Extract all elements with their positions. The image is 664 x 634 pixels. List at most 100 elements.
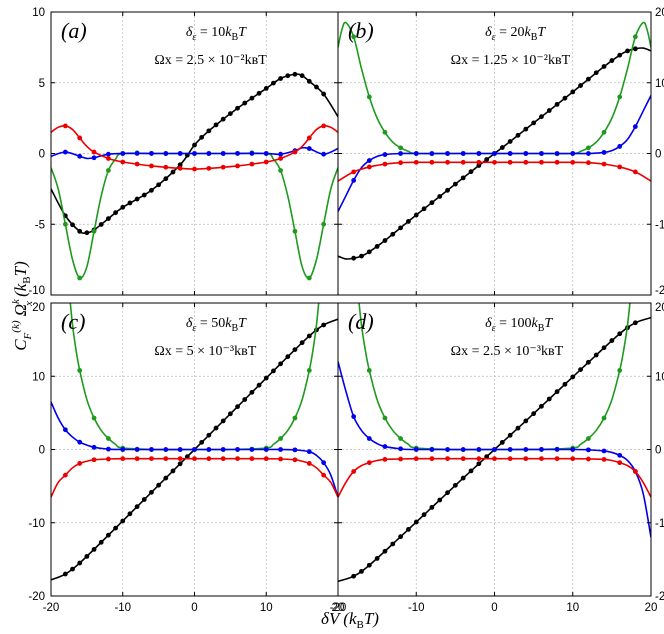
- data-point-black: [351, 573, 357, 579]
- data-point-black: [382, 548, 388, 554]
- data-point-green: [306, 275, 312, 281]
- data-point-black: [429, 504, 435, 510]
- data-point-black: [156, 182, 162, 188]
- data-point-black: [149, 489, 154, 495]
- data-point-green: [398, 436, 403, 441]
- annotation-delta-epsilon: δε = 50kBT: [186, 316, 247, 334]
- data-point-black: [437, 194, 443, 199]
- data-point-blue: [163, 151, 169, 156]
- data-point-black: [249, 389, 255, 395]
- data-point-red: [278, 156, 283, 161]
- data-point-blue: [77, 153, 83, 159]
- data-point-black: [507, 432, 513, 438]
- data-point-black: [263, 375, 269, 381]
- data-point-red: [177, 456, 183, 462]
- data-point-red: [220, 164, 226, 170]
- data-point-red: [91, 457, 97, 463]
- data-point-black: [617, 331, 623, 337]
- data-point-black: [484, 157, 490, 162]
- data-point-red: [398, 456, 403, 462]
- data-point-black: [199, 134, 205, 140]
- data-point-red: [460, 159, 466, 165]
- data-point-black: [625, 48, 630, 54]
- series-line-green: [51, 152, 338, 279]
- data-point-black: [460, 175, 466, 181]
- data-point-blue: [554, 447, 560, 452]
- data-point-green: [91, 415, 97, 421]
- data-point-black: [163, 475, 169, 481]
- data-point-black: [452, 181, 458, 187]
- annotation-delta-epsilon: δε = 100kBT: [485, 316, 553, 334]
- data-point-green: [601, 129, 607, 135]
- data-point-green: [106, 168, 111, 173]
- data-point-black: [113, 210, 118, 216]
- data-point-black: [562, 381, 568, 387]
- y-tick-label: -10: [28, 518, 45, 530]
- data-point-red: [492, 456, 497, 462]
- y-tick-label: 0: [39, 149, 45, 161]
- data-point-red: [398, 160, 403, 166]
- data-point-blue: [366, 436, 372, 441]
- data-point-red: [601, 456, 607, 462]
- data-point-green: [617, 367, 623, 373]
- data-point-black: [242, 397, 248, 402]
- data-point-blue: [413, 151, 419, 156]
- data-point-green: [382, 415, 388, 421]
- data-point-black: [609, 338, 615, 343]
- data-point-black: [562, 95, 568, 101]
- data-point-blue: [507, 151, 513, 156]
- data-point-black: [468, 468, 474, 474]
- data-point-black: [366, 562, 372, 568]
- data-point-black: [421, 206, 427, 212]
- data-point-red: [413, 159, 419, 165]
- data-point-blue: [382, 152, 388, 157]
- data-point-black: [170, 169, 176, 175]
- data-point-black: [235, 105, 240, 111]
- data-point-black: [184, 454, 190, 460]
- data-point-red: [476, 456, 482, 462]
- data-point-green: [586, 436, 591, 441]
- data-point-black: [141, 497, 147, 502]
- data-point-black: [256, 382, 262, 388]
- data-point-blue: [134, 151, 140, 156]
- data-point-red: [586, 160, 591, 166]
- data-point-blue: [570, 447, 576, 452]
- data-point-black: [531, 120, 537, 126]
- x-tick-label: -20: [330, 602, 347, 614]
- data-point-red: [134, 161, 140, 167]
- data-point-black: [106, 532, 111, 538]
- data-point-red: [149, 456, 154, 462]
- data-point-red: [120, 456, 126, 462]
- data-point-blue: [235, 447, 240, 452]
- data-point-black: [213, 425, 219, 431]
- data-point-black: [177, 162, 183, 168]
- data-point-green: [632, 34, 638, 40]
- data-point-black: [406, 219, 411, 224]
- data-point-blue: [91, 155, 97, 161]
- data-point-black: [299, 340, 305, 346]
- data-point-blue: [235, 151, 240, 156]
- data-point-green: [601, 415, 607, 421]
- data-point-black: [570, 89, 576, 95]
- x-tick-label: -10: [408, 602, 425, 614]
- data-point-red: [382, 456, 388, 462]
- data-point-red: [523, 456, 529, 462]
- data-point-black: [406, 526, 411, 532]
- data-point-green: [278, 168, 283, 173]
- x-tick-label: 10: [566, 602, 579, 614]
- data-point-black: [206, 432, 212, 438]
- data-point-red: [77, 135, 83, 141]
- y-tick-label: 0: [655, 149, 661, 161]
- data-point-black: [539, 114, 544, 120]
- data-point-black: [285, 73, 291, 79]
- data-point-black: [199, 439, 205, 445]
- data-point-black: [570, 374, 576, 380]
- data-point-black: [578, 367, 583, 373]
- data-point-black: [156, 482, 162, 488]
- data-point-red: [263, 456, 269, 462]
- data-point-blue: [398, 151, 403, 156]
- data-point-black: [77, 560, 83, 566]
- y-tick-label: 0: [39, 445, 45, 457]
- data-point-black: [632, 46, 638, 52]
